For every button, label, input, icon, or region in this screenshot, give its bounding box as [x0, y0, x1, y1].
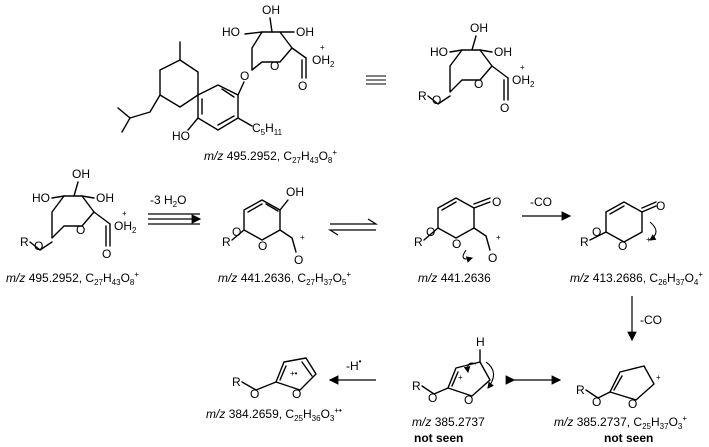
s1-plus: +: [122, 209, 127, 218]
s3-plus: +: [496, 233, 501, 242]
s4-link-o: O: [592, 225, 601, 239]
s7-link-o: O: [250, 387, 259, 401]
rg-plus: +: [520, 63, 525, 72]
hydroxyl-label: HO: [172, 129, 190, 143]
s6-r: R: [412, 379, 421, 393]
s3-link-o: O: [426, 225, 435, 239]
rg-oh2: OH2: [512, 73, 535, 89]
s5-r: R: [576, 383, 585, 397]
caption-s6: m/z 385.2737: [412, 415, 485, 429]
s7-charge: +•: [290, 369, 298, 378]
carbonyl-o: O: [298, 79, 307, 93]
caption-s7: m/z 384.2659, C25H36O3+•: [206, 406, 342, 423]
parent-molecule: HO C5H11 O HO OH OH O O OH2 +: [117, 3, 335, 143]
oh2-label: OH2: [312, 53, 335, 69]
s4-plus: +: [646, 235, 651, 244]
s6-plus: +: [458, 373, 463, 382]
s3-acyl-o: O: [488, 251, 497, 265]
caption-s1: m/z 495.2952, C27H43O8+: [6, 270, 139, 287]
sugar-ho-left: HO: [222, 25, 240, 39]
r-glucuronide: HO OH OH O R O O OH2 +: [418, 21, 535, 115]
rg-oh-right: OH: [494, 45, 512, 59]
caption-s3: m/z 441.2636: [418, 271, 491, 285]
not-seen-s5: not seen: [604, 431, 653, 445]
structure-7: O +• R O: [232, 357, 317, 401]
structure-5: O + R O: [576, 365, 661, 411]
s1-oh-top: OH: [72, 167, 90, 181]
glycosidic-oxygen: O: [240, 69, 249, 83]
s4-ketone-o: O: [656, 199, 665, 213]
rg-ring-o: O: [474, 77, 483, 91]
s1-ho-left: HO: [32, 191, 50, 205]
caption-s2: m/z 441.2636, C27H37O5+: [218, 270, 351, 287]
structure-3: O O R O O +: [414, 195, 501, 265]
arrow-co-label-2: -CO: [640, 313, 662, 327]
s2-acyl-o: O: [294, 253, 303, 267]
s2-link-o: O: [232, 225, 241, 239]
s1-r: R: [20, 235, 29, 249]
s1-ring-o: O: [76, 223, 85, 237]
s6-h: H: [476, 335, 485, 349]
s1-carbonyl-o: O: [102, 247, 111, 261]
s3-ring-o: O: [452, 237, 461, 251]
sugar-oh-top: OH: [262, 3, 280, 17]
arrow-h-label: -H•: [346, 357, 362, 373]
s4-r: R: [580, 235, 589, 249]
s5-link-o: O: [592, 395, 601, 409]
rg-r: R: [418, 89, 427, 103]
structure-6: O + H R O: [412, 335, 495, 407]
sugar-ring-o: O: [270, 59, 279, 73]
arrow-minus-water: -3 H2O: [148, 193, 202, 225]
caption-s4: m/z 413.2686, C26H37O4+: [570, 270, 703, 287]
equivalence-sign: [366, 75, 386, 85]
s3-r: R: [414, 235, 423, 249]
arrow-co-label-1: -CO: [530, 195, 552, 209]
structure-4: O O + R O: [580, 199, 665, 253]
s5-ring-o: O: [628, 397, 637, 411]
arrow-minus-co-2: -CO: [627, 296, 662, 342]
not-seen-s6: not seen: [414, 431, 463, 445]
equilibrium-arrow: [327, 218, 379, 236]
s1-oh-right: OH: [96, 191, 114, 205]
s4-ring-o: O: [618, 239, 627, 253]
charge-plus: +: [320, 43, 325, 52]
structure-1: HO OH OH O R O O OH2 +: [20, 167, 137, 261]
s1-oh2: OH2: [114, 219, 137, 235]
s6-ring-o: O: [464, 393, 473, 407]
s7-ring-o: O: [292, 387, 301, 401]
pentyl-label: C5H11: [252, 121, 283, 137]
s5-plus: +: [656, 373, 661, 382]
s2-r: R: [222, 235, 231, 249]
s7-r: R: [232, 375, 241, 389]
s6-link-o: O: [428, 391, 437, 405]
arrow-water-label: -3 H2O: [150, 193, 186, 209]
rg-ho-left: HO: [430, 45, 448, 59]
arrow-minus-h: -H•: [328, 357, 376, 385]
s2-oh: OH: [286, 185, 304, 199]
rg-oh-top: OH: [470, 21, 488, 35]
arrow-minus-co-1: -CO: [522, 195, 572, 221]
s2-plus: +: [300, 233, 305, 242]
rg-link-o: O: [432, 93, 441, 107]
structure-2: OH O R O O +: [222, 185, 305, 267]
sugar-oh-right: OH: [296, 25, 314, 39]
caption-parent: m/z 495.2952, C27H43O8+: [204, 148, 337, 165]
caption-s5: m/z 385.2737, C25H37O3+: [554, 414, 687, 431]
s1-link-o: O: [34, 239, 43, 253]
rg-carbonyl-o: O: [500, 101, 509, 115]
s2-ring-o: O: [258, 239, 267, 253]
s3-ketone-o: O: [492, 195, 501, 209]
